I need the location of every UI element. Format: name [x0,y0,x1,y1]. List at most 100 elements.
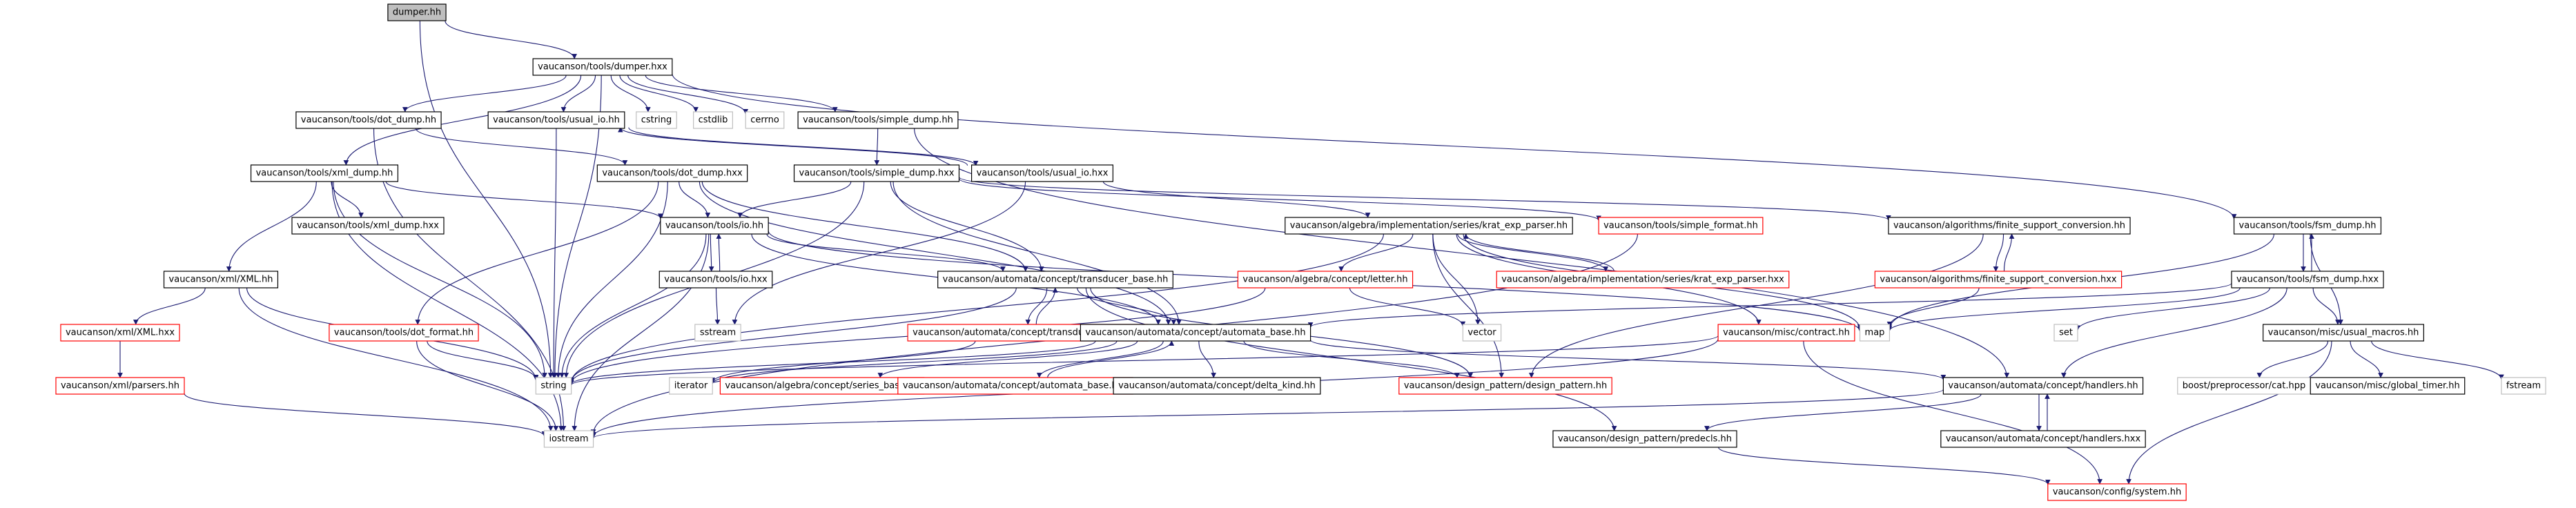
node-label: vaucanson/tools/dumper.hxx [538,62,667,72]
node-vaucanson-tools-simple-dump-hxx[interactable]: vaucanson/tools/simple_dump.hxx [793,164,960,182]
edge-n14-n36 [568,233,1384,384]
edge-n13-n19 [708,233,714,272]
node-box [1717,324,1855,342]
edge-n9-n13 [679,181,711,218]
node-vaucanson-tools-xml-dump-hh[interactable]: vaucanson/tools/xml_dump.hh [250,164,399,182]
edge-n23-n16 [2003,233,2015,272]
node-label: vaucanson/algorithms/finite_support_conv… [1893,221,2125,231]
node-vaucanson-algebra-concept-series-base-hh[interactable]: vaucanson/algebra/concept/series_base.hh [719,377,925,395]
edge-n11-n3 [618,127,968,166]
node-vaucanson-tools-io-hh[interactable]: vaucanson/tools/io.hh [660,217,769,235]
node-vaucanson-tools-simple-dump-hh[interactable]: vaucanson/tools/simple_dump.hh [797,111,959,129]
edge-n14-n22 [1457,233,1609,272]
node-vaucanson-algebra-implementation-series-krat-exp-parser-hh[interactable]: vaucanson/algebra/implementation/series/… [1285,217,1573,235]
edge-n13-n36 [559,233,707,378]
node-label: vaucanson/misc/global_timer.hh [2315,381,2459,391]
node-box [1942,377,2144,395]
edge-n14-n41 [1432,233,1505,378]
node-box [2177,377,2311,395]
node-box [291,217,445,235]
node-vaucanson-automata-concept-handlers-hh[interactable]: vaucanson/automata/concept/handlers.hh [1942,377,2144,395]
node-label: vaucanson/misc/contract.hh [1723,328,1850,338]
node-vaucanson-tools-fsm-dump-hxx[interactable]: vaucanson/tools/fsm_dump.hxx [2231,271,2384,289]
node-label: vaucanson/automata/concept/delta_kind.hh [1118,381,1316,391]
node-box [1496,271,1790,289]
node-boost-preprocessor-cat-hpp: boost/preprocessor/cat.hpp [2177,377,2311,395]
node-vaucanson-tools-dumper-hxx[interactable]: vaucanson/tools/dumper.hxx [532,58,673,76]
node-vaucanson-algorithms-finite-support-conversion-hh[interactable]: vaucanson/algorithms/finite_support_conv… [1888,217,2131,235]
node-vaucanson-automata-concept-automata-base-hh[interactable]: vaucanson/automata/concept/automata_base… [1080,324,1311,342]
node-vaucanson-config-system-hh[interactable]: vaucanson/config/system.hh [2047,483,2187,501]
node-box [797,111,959,129]
edge-n13-n46 [572,233,710,431]
node-box [694,324,741,342]
node-vaucanson-tools-simple-format-hh[interactable]: vaucanson/tools/simple_format.hh [1598,217,1764,235]
node-vaucanson-tools-usual-io-hxx[interactable]: vaucanson/tools/usual_io.hxx [971,164,1113,182]
edge-n29-n37 [710,340,1118,384]
node-vaucanson-tools-dot-dump-hh[interactable]: vaucanson/tools/dot_dump.hh [295,111,442,129]
node-vaucanson-tools-io-hxx[interactable]: vaucanson/tools/io.hxx [658,271,773,289]
node-vaucanson-algebra-concept-letter-hh[interactable]: vaucanson/algebra/concept/letter.hh [1237,271,1414,289]
node-label: string [540,381,566,391]
node-vaucanson-automata-concept-handlers-hxx[interactable]: vaucanson/automata/concept/handlers.hxx [1940,430,2146,448]
node-label: map [1865,328,1885,338]
edge-n31-n49 [1803,340,2102,485]
node-vaucanson-xml-parsers-hh[interactable]: vaucanson/xml/parsers.hh [55,377,185,395]
edge-n34-n49 [2126,340,2332,485]
node-vaucanson-xml-xml-hh[interactable]: vaucanson/xml/XML.hh [163,271,279,289]
node-vaucanson-automata-concept-automata-base-hxx[interactable]: vaucanson/automata/concept/automata_base… [897,377,1133,395]
node-label: vaucanson/tools/xml_dump.hh [256,168,393,179]
edge-layer [117,20,2504,485]
node-label: vaucanson/tools/usual_io.hh [493,115,620,126]
node-label: vaucanson/tools/xml_dump.hxx [297,221,439,231]
node-vaucanson-misc-contract-hh[interactable]: vaucanson/misc/contract.hh [1717,324,1855,342]
node-vaucanson-automata-concept-transducer-base-hh[interactable]: vaucanson/automata/concept/transducer_ba… [937,271,1173,289]
node-iostream: iostream [543,430,594,448]
node-vaucanson-design-pattern-design-pattern-hh[interactable]: vaucanson/design_pattern/design_pattern.… [1398,377,1612,395]
node-vaucanson-tools-dot-dump-hxx[interactable]: vaucanson/tools/dot_dump.hxx [596,164,748,182]
node-box [487,111,625,129]
node-vaucanson-tools-fsm-dump-hh[interactable]: vaucanson/tools/fsm_dump.hh [2233,217,2382,235]
node-vaucanson-misc-usual-macros-hh[interactable]: vaucanson/misc/usual_macros.hh [2263,324,2424,342]
edge-n3-n11 [628,127,979,166]
node-label: vaucanson/tools/simple_dump.hxx [799,168,955,179]
node-box [1940,430,2146,448]
node-box [535,377,572,395]
edge-n26-n46 [416,340,559,431]
node-dumper-hh[interactable]: dumper.hh [387,3,447,21]
edge-n23-n32 [1886,287,1980,327]
node-vaucanson-design-pattern-predecls-hh[interactable]: vaucanson/design_pattern/predecls.hh [1552,430,1737,448]
node-vaucanson-algebra-implementation-series-krat-exp-parser-hxx[interactable]: vaucanson/algebra/implementation/series/… [1496,271,1790,289]
node-label: iterator [674,381,708,391]
edge-n18-n25 [133,287,206,325]
edge-n29-n39 [1036,340,1164,378]
node-vaucanson-misc-global-timer-hh[interactable]: vaucanson/misc/global_timer.hh [2310,377,2466,395]
node-vaucanson-automata-concept-delta-kind-hh[interactable]: vaucanson/automata/concept/delta_kind.hh [1113,377,1321,395]
node-label: vaucanson/automata/concept/handlers.hh [1948,381,2138,391]
node-set: set [2053,324,2078,342]
edge-n1-n3 [560,75,596,113]
edge-n10-n15 [958,178,1601,222]
node-label: vaucanson/algebra/concept/letter.hh [1242,275,1407,285]
edge-n0-n1 [445,20,577,59]
edge-n20-n28 [1025,287,1048,325]
node-vaucanson-tools-dot-format-hh[interactable]: vaucanson/tools/dot_format.hh [329,324,479,342]
edge-n8-n18 [226,181,317,272]
node-box [2231,271,2384,289]
node-layer: dumper.hh vaucanson/tools/dumper.hxx vauca… [55,3,2546,501]
node-vaucanson-tools-xml-dump-hxx[interactable]: vaucanson/tools/xml_dump.hxx [291,217,445,235]
node-label: vaucanson/xml/parsers.hh [61,381,179,391]
node-vaucanson-xml-xml-hxx[interactable]: vaucanson/xml/XML.hxx [60,324,180,342]
node-box [2053,324,2078,342]
node-label: vaucanson/tools/io.hh [665,221,763,231]
edge-n8-n36 [333,181,547,378]
edge-n28-n20 [1035,287,1058,325]
node-label: vaucanson/tools/dot_dump.hxx [602,168,743,179]
node-label: vaucanson/algorithms/finite_support_conv… [1880,275,2117,285]
node-vaucanson-tools-usual-io-hh[interactable]: vaucanson/tools/usual_io.hh [487,111,625,129]
edge-n1-n36 [552,75,602,378]
node-vaucanson-algorithms-finite-support-conversion-hxx[interactable]: vaucanson/algorithms/finite_support_conv… [1874,271,2123,289]
edge-n8-n13 [385,181,663,219]
edge-n24-n32 [1886,287,2241,332]
node-label: iostream [549,434,588,444]
